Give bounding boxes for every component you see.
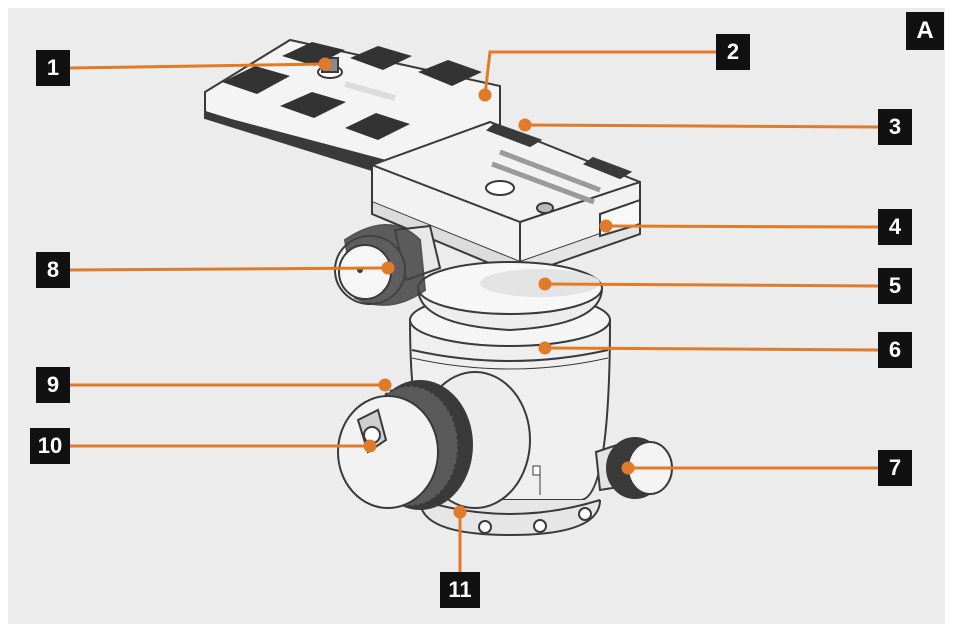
leader-11-dot [453,505,467,519]
figure-letter-badge: A [906,12,944,50]
leader-6 [544,346,879,352]
leader-6-dot [538,341,552,355]
leader-7-dot [621,461,635,475]
leader-5 [544,282,879,288]
leader-8-dot [381,261,395,275]
callout-badge-9: 9 [36,367,70,403]
leader-10-dot [363,439,377,453]
leader-1-dot [318,57,332,71]
leader-5-dot [538,277,552,291]
leader-4-dot [599,219,613,233]
callout-badge-2: 2 [716,34,750,70]
callout-badge-6: 6 [878,332,912,368]
callout-badge-10: 10 [30,428,70,464]
callout-badge-11: 11 [440,572,480,608]
leader-8 [69,266,389,272]
callout-badge-5: 5 [878,268,912,304]
leader-9-dot [378,378,392,392]
callout-badge-7: 7 [878,450,912,486]
leader-2 [483,50,716,96]
plate-rubber-pads [222,42,482,140]
callout-badge-3: 3 [878,109,912,145]
leader-2-dot [478,88,492,102]
leader-3-dot [518,118,532,132]
main-lock-knob [337,371,531,510]
callout-badge-1: 1 [36,50,70,86]
callout-badge-4: 4 [878,209,912,245]
leader-1 [69,62,326,70]
callout-badge-8: 8 [36,252,70,288]
leader-4 [605,224,879,229]
clamp-body [371,120,641,278]
callout-leaders [69,50,879,572]
leader-3 [524,123,879,129]
